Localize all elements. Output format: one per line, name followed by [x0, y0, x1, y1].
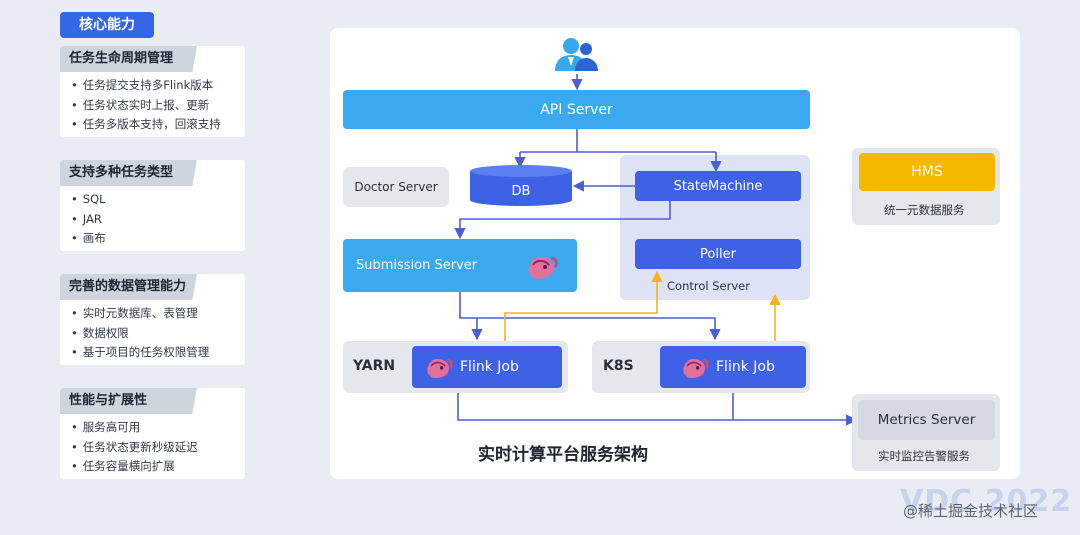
list-item: 任务提交支持多Flink版本 [71, 76, 245, 96]
flink-job-label: Flink Job [460, 359, 519, 375]
poller-label: Poller [700, 246, 736, 262]
card-performance: 性能与扩展性 服务高可用 任务状态更新秒级延迟 任务容量横向扩展 [60, 388, 245, 479]
hms-box: HMS [859, 153, 995, 191]
k8s-label: K8S [603, 358, 634, 374]
doctor-server-box: Doctor Server [343, 167, 449, 207]
architecture-diagram: API Server Doctor Server DB StateMachine… [330, 28, 1020, 479]
vdc-brand-watermark: VDC 2022 [900, 484, 1073, 519]
state-machine-box: StateMachine [635, 171, 801, 201]
state-machine-label: StateMachine [673, 178, 763, 194]
card-data-management: 完善的数据管理能力 实时元数据库、表管理 数据权限 基于项目的任务权限管理 [60, 274, 245, 365]
db-label: DB [511, 183, 531, 199]
core-capabilities-tag: 核心能力 [60, 12, 154, 38]
list-item: JAR [71, 210, 245, 230]
connector-lines [454, 74, 858, 426]
poller-box: Poller [635, 239, 801, 269]
card-lifecycle: 任务生命周期管理 任务提交支持多Flink版本 任务状态实时上报、更新 任务多版… [60, 46, 245, 137]
flink-job-k8s-box: Flink Job [660, 346, 806, 388]
list-item: 任务状态更新秒级延迟 [71, 438, 245, 458]
metrics-server-box: Metrics Server [858, 400, 995, 440]
card-title: 支持多种任务类型 [60, 160, 245, 186]
doctor-server-label: Doctor Server [354, 180, 438, 194]
flink-job-yarn-box: Flink Job [412, 346, 562, 388]
submission-server-label: Submission Server [356, 258, 478, 273]
list-item: 画布 [71, 229, 245, 249]
metrics-server-label: Metrics Server [877, 412, 976, 428]
db-cylinder: DB [468, 164, 574, 208]
card-title: 任务生命周期管理 [60, 46, 245, 72]
list-item: 实时元数据库、表管理 [71, 304, 245, 324]
hms-label: HMS [911, 164, 943, 180]
metrics-caption: 实时监控告警服务 [878, 449, 970, 463]
users-icon [552, 36, 602, 74]
flink-job-label: Flink Job [716, 359, 775, 375]
card-task-types: 支持多种任务类型 SQL JAR 画布 [60, 160, 245, 251]
list-item: 任务容量横向扩展 [71, 457, 245, 477]
list-item: 服务高可用 [71, 418, 245, 438]
diagram-title: 实时计算平台服务架构 [478, 445, 648, 465]
control-server-label: Control Server [667, 279, 750, 293]
flink-squirrel-icon [680, 354, 710, 384]
hms-caption: 统一元数据服务 [884, 203, 965, 217]
card-title: 性能与扩展性 [60, 388, 245, 414]
list-item: 基于项目的任务权限管理 [71, 343, 245, 363]
api-server-box: API Server [343, 90, 810, 129]
list-item: 任务多版本支持，回滚支持 [71, 115, 245, 135]
juejin-credit-watermark: @稀土掘金技术社区 [903, 502, 1039, 520]
flink-squirrel-icon [424, 354, 454, 384]
submission-server-box: Submission Server [343, 239, 577, 292]
list-item: 数据权限 [71, 324, 245, 344]
api-server-label: API Server [540, 101, 613, 118]
list-item: 任务状态实时上报、更新 [71, 96, 245, 116]
card-title: 完善的数据管理能力 [60, 274, 245, 300]
yarn-label: YARN [353, 358, 396, 374]
list-item: SQL [71, 190, 245, 210]
flink-squirrel-icon [525, 251, 559, 285]
